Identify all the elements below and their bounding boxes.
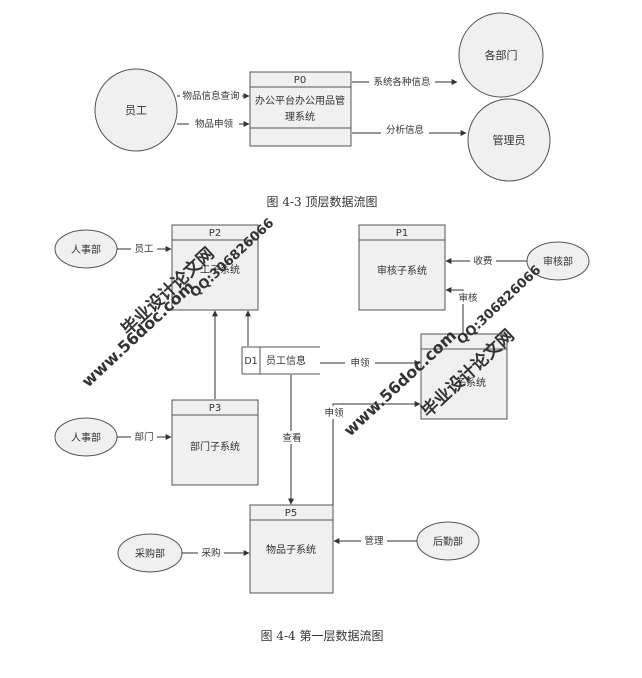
svg-text:查看: 查看: [282, 432, 301, 444]
svg-text:P1: P1: [396, 228, 408, 239]
flow-dept-info: 系统各种信息: [352, 75, 458, 88]
svg-text:申领: 申领: [324, 407, 344, 419]
svg-text:采购部: 采购部: [135, 547, 165, 560]
flow-apply: 物品申领: [177, 117, 250, 130]
figure-top-level: 员工 各部门 管理员 P0 办公平台办公用品管 理系统 物品信息查询: [94, 12, 551, 209]
flow-view: 查看: [280, 375, 304, 505]
svg-text:采购: 采购: [201, 547, 220, 559]
process-id: P0: [294, 75, 306, 86]
svg-text:审核部: 审核部: [543, 255, 573, 268]
svg-text:子系统: 子系统: [456, 376, 486, 389]
figure-first-level: 人事部 人事部 审核部 采购部 后勤部 P2 工子系统 P1: [54, 224, 590, 643]
svg-text:物品信息查询: 物品信息查询: [182, 90, 239, 102]
process-p4: 子系统: [420, 333, 508, 420]
svg-text:物品子系统: 物品子系统: [266, 543, 316, 556]
process-p3: P3 部门子系统: [171, 399, 259, 486]
svg-text:人事部: 人事部: [71, 431, 101, 444]
svg-text:www.56doc.com: www.56doc.com: [78, 277, 198, 391]
svg-text:管理员: 管理员: [493, 133, 526, 147]
svg-text:人事部: 人事部: [71, 243, 101, 256]
entity-purchase: 采购部: [117, 533, 183, 573]
svg-text:各部门: 各部门: [485, 48, 518, 62]
svg-text:P3: P3: [209, 403, 221, 414]
flow-query: 物品信息查询: [177, 89, 250, 102]
flow-apply-1: 申领: [320, 356, 421, 369]
svg-text:工子系统: 工子系统: [200, 263, 240, 276]
flow-manage: 管理: [333, 534, 417, 547]
entity-hr-1: 人事部: [54, 229, 118, 269]
svg-text:P5: P5: [285, 508, 297, 519]
svg-text:收费: 收费: [473, 255, 492, 267]
svg-text:申领: 申领: [350, 357, 370, 369]
process-p5: P5 物品子系统: [249, 504, 334, 594]
flow-staff: 员工: [117, 242, 172, 255]
flow-review: 收费: [445, 254, 527, 267]
process-name-line1: 办公平台办公用品管: [255, 94, 345, 107]
entity-hr-2: 人事部: [54, 417, 118, 457]
svg-text:员工信息: 员工信息: [266, 354, 306, 367]
svg-text:员工: 员工: [125, 104, 147, 117]
flow-purchase: 采购: [182, 546, 250, 559]
caption-fig2: 图 4-4 第一层数据流图: [261, 628, 384, 643]
svg-text:审核: 审核: [458, 292, 478, 304]
svg-text:系统各种信息: 系统各种信息: [373, 76, 430, 88]
process-p0: P0 办公平台办公用品管 理系统: [249, 71, 352, 147]
entity-audit-dept: 审核部: [526, 241, 590, 281]
flow-department: 部门: [117, 430, 172, 443]
flow-analysis: 分析信息: [352, 123, 467, 136]
flow-apply-2: 申领: [320, 401, 421, 505]
process-p2: P2 工子系统: [171, 224, 259, 311]
entity-staff: 员工: [94, 68, 178, 152]
svg-text:审核子系统: 审核子系统: [377, 264, 427, 277]
entity-manager: 管理员: [467, 98, 551, 182]
flow-audit: 审核: [445, 287, 481, 333]
svg-text:物品申领: 物品申领: [195, 118, 234, 130]
svg-text:部门子系统: 部门子系统: [190, 440, 240, 453]
svg-text:D1: D1: [244, 356, 257, 367]
data-store-d1: D1 员工信息: [241, 346, 320, 375]
svg-text:部门: 部门: [134, 431, 153, 443]
caption-fig1: 图 4-3 顶层数据流图: [267, 194, 378, 209]
svg-text:员工: 员工: [134, 244, 154, 255]
entity-logistics: 后勤部: [416, 521, 480, 561]
svg-text:后勤部: 后勤部: [433, 535, 463, 548]
process-p1: P1 审核子系统: [358, 224, 446, 311]
svg-text:管理: 管理: [364, 535, 384, 547]
process-name-line2: 理系统: [285, 110, 315, 123]
entity-departments: 各部门: [458, 12, 544, 98]
svg-text:P2: P2: [209, 228, 221, 239]
svg-text:分析信息: 分析信息: [386, 124, 424, 136]
